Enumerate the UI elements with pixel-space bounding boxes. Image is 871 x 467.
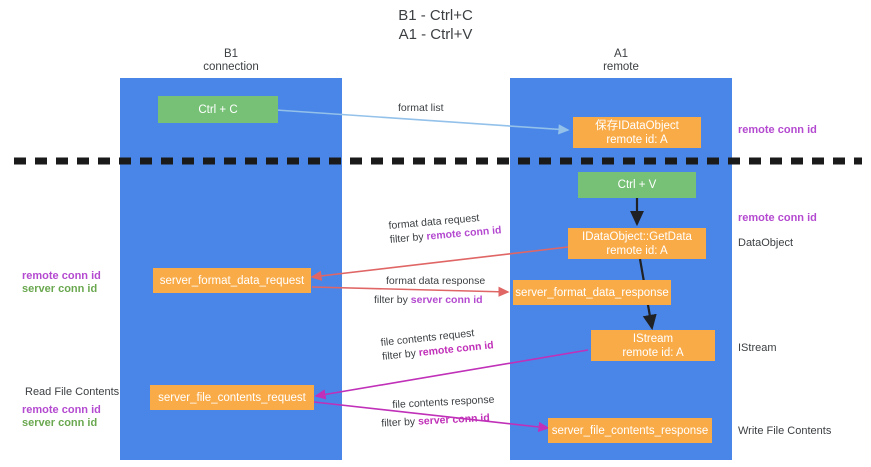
left-label-server-conn-id-mid: server conn id	[22, 283, 98, 295]
node-server-file-contents-response-label: server_file_contents_response	[551, 424, 709, 437]
title-line-1: B1 - Ctrl+C	[398, 7, 473, 24]
right-label-istream: IStream	[738, 342, 777, 354]
column-header-b1-role: connection	[203, 61, 259, 73]
annotation-file-contents-request: file contents request filter by remote c…	[380, 324, 494, 364]
node-istream-line1: IStream	[632, 332, 674, 345]
left-label-remote-conn-id-bottom: remote conn id	[22, 404, 101, 416]
filter-prefix: filter by	[389, 230, 427, 246]
node-server-file-contents-response[interactable]: server_file_contents_response	[548, 418, 712, 443]
node-server-file-contents-request[interactable]: server_file_contents_request	[150, 385, 314, 410]
node-server-format-data-request-label: server_format_data_request	[159, 274, 305, 287]
annotation-format-data-response: format data response filter by server co…	[374, 274, 486, 307]
column-header-a1-name: A1	[613, 48, 629, 60]
node-istream-line2: remote id: A	[622, 346, 684, 359]
node-ctrl-c-label: Ctrl + C	[198, 103, 238, 116]
annotation-file-contents-response: file contents response filter by server …	[381, 393, 496, 430]
node-server-format-data-response-label: server_format_data_response	[515, 286, 669, 299]
annotation-format-data-request: format data request filter by remote con…	[388, 209, 502, 247]
annotation-file-contents-response-text: file contents response	[392, 393, 495, 411]
node-istream[interactable]: IStream remote id: A	[591, 330, 715, 361]
node-getdata-line1: IDataObject::GetData	[582, 230, 692, 243]
annotation-format-data-response-text: format data response	[386, 275, 486, 287]
annotation-format-list: format list	[398, 101, 444, 115]
node-server-format-data-response[interactable]: server_format_data_response	[513, 280, 671, 305]
node-save-idataobject-line2: remote id: A	[606, 133, 668, 146]
annotation-format-data-response-filter: filter by server conn id	[374, 293, 485, 307]
left-label-server-conn-id-bottom: server conn id	[22, 417, 98, 429]
filter-key-server-conn-id: server conn id	[417, 411, 491, 428]
node-server-format-data-request[interactable]: server_format_data_request	[153, 268, 311, 293]
node-ctrl-v-label: Ctrl + V	[617, 179, 657, 191]
right-label-dataobject: DataObject	[738, 237, 794, 249]
annotation-format-list-text: format list	[398, 102, 444, 114]
page-title: B1 - Ctrl+C A1 - Ctrl+V	[0, 6, 871, 44]
node-server-file-contents-request-label: server_file_contents_request	[158, 391, 306, 404]
node-ctrl-v[interactable]: Ctrl + V	[578, 172, 696, 198]
node-idataobject-getdata[interactable]: IDataObject::GetData remote id: A	[568, 228, 706, 259]
left-label-remote-conn-id-mid: remote conn id	[22, 270, 101, 282]
right-label-write-file-contents: Write File Contents	[738, 425, 832, 437]
column-header-a1-role: remote	[603, 61, 639, 73]
column-header-b1-name: B1	[223, 48, 239, 60]
node-getdata-line2: remote id: A	[606, 244, 668, 257]
left-label-read-file-contents: Read File Contents	[25, 386, 120, 398]
filter-prefix: filter by	[381, 347, 420, 363]
filter-key-server-conn-id: server conn id	[410, 294, 483, 306]
right-label-remote-conn-id-mid: remote conn id	[738, 212, 817, 224]
node-ctrl-c[interactable]: Ctrl + C	[158, 96, 278, 123]
column-header-a1: A1 remote	[510, 48, 732, 74]
annotation-file-contents-response-filter: filter by server conn id	[381, 411, 496, 431]
filter-prefix: filter by	[381, 415, 419, 430]
node-save-idataobject-line1: 保存IDataObject	[595, 119, 679, 132]
node-save-idataobject[interactable]: 保存IDataObject remote id: A	[573, 117, 701, 148]
right-label-remote-conn-id-top: remote conn id	[738, 124, 817, 136]
filter-prefix: filter by	[374, 294, 411, 306]
title-line-2: A1 - Ctrl+V	[398, 26, 473, 43]
column-header-b1: B1 connection	[120, 48, 342, 74]
